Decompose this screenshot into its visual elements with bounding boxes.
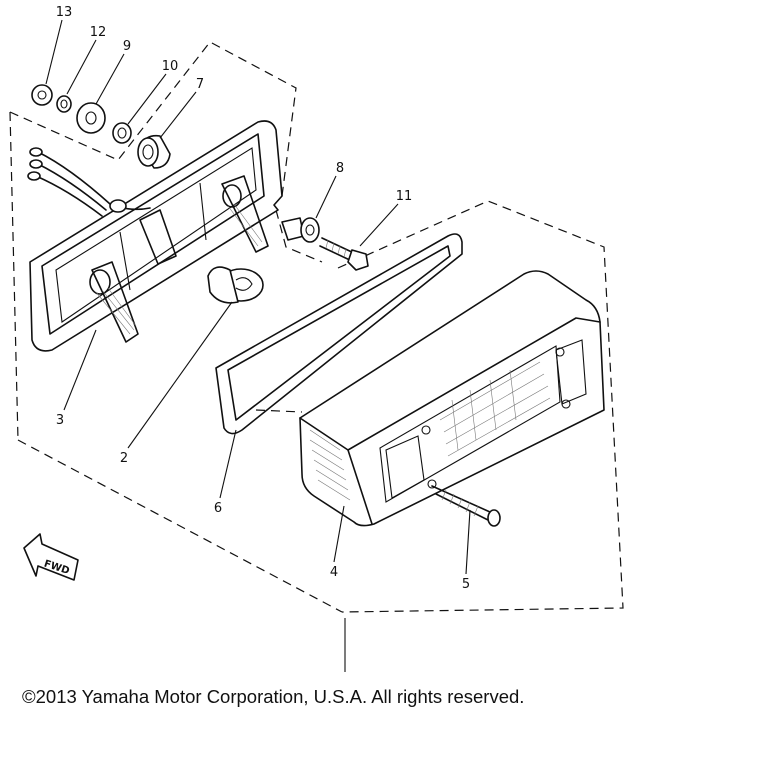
lens-screw	[431, 485, 501, 527]
washer-small	[112, 122, 132, 144]
lens	[299, 270, 605, 527]
callout-4: 4	[330, 565, 338, 580]
callout-12: 12	[90, 25, 107, 40]
copyright-notice: ©2013 Yamaha Motor Corporation, U.S.A. A…	[22, 686, 525, 707]
callout-2: 2	[120, 451, 128, 466]
wire-harness	[27, 147, 151, 217]
callout-7: 7	[196, 77, 204, 92]
callout-10: 10	[162, 59, 179, 74]
bolt	[319, 237, 369, 271]
collar	[281, 217, 320, 243]
assembly-boundary	[9, 41, 624, 672]
grommet	[137, 134, 171, 169]
callout-3: 3	[56, 413, 64, 428]
callout-11: 11	[396, 189, 413, 204]
fwd-arrow-icon: FWD	[23, 533, 79, 581]
bulb	[207, 266, 264, 304]
plate-washer	[76, 102, 106, 134]
lock-washer	[56, 95, 72, 113]
callout-13: 13	[56, 5, 73, 20]
callout-6: 6	[214, 501, 222, 516]
callout-9: 9	[123, 39, 131, 54]
tail-light-base	[29, 120, 283, 352]
callout-5: 5	[462, 577, 470, 592]
callout-labels: 13 12 9 10 7 8 11 3 2 6 4 5	[56, 5, 470, 592]
nut	[31, 84, 53, 106]
lens-gasket	[215, 233, 463, 435]
callout-8: 8	[336, 161, 344, 176]
leader-lines	[45, 19, 471, 575]
